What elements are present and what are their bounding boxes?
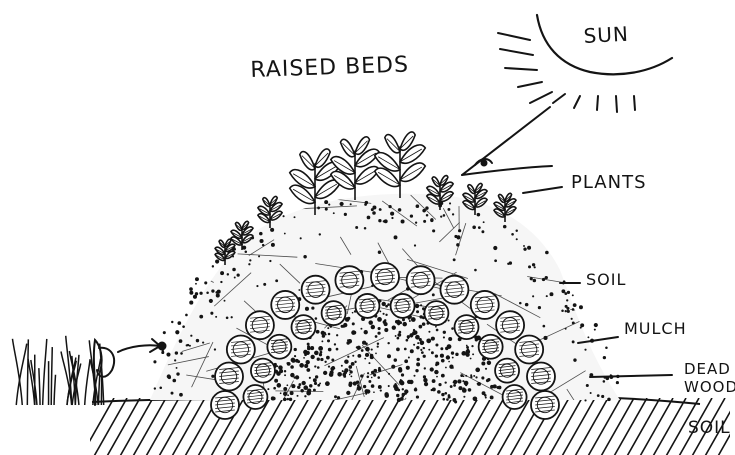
soil-label: SOIL	[586, 270, 626, 289]
log-icon	[267, 335, 291, 359]
log-icon	[302, 276, 330, 304]
log-icon	[496, 311, 524, 339]
log-icon	[495, 359, 519, 383]
mulch-label: MULCH	[624, 319, 687, 338]
plants-label: PLANTS	[571, 172, 647, 193]
log-icon	[531, 391, 559, 419]
sun-label: SUN	[583, 22, 629, 48]
log-icon	[527, 363, 555, 391]
log-icon	[515, 335, 543, 363]
dead-wood-label: DEAD WOOD	[684, 360, 734, 396]
plant-icon	[375, 132, 426, 198]
plant-icon	[331, 137, 379, 200]
log-icon	[243, 385, 267, 409]
log-icon	[440, 276, 468, 304]
log-icon	[355, 294, 379, 318]
log-icon	[455, 315, 479, 339]
log-icon	[407, 266, 435, 294]
log-icon	[371, 263, 399, 291]
log-icon	[471, 291, 499, 319]
log-icon	[503, 385, 527, 409]
log-icon	[391, 294, 415, 318]
ground-soil-label: SOIL	[688, 418, 731, 438]
eye-icon	[462, 107, 552, 175]
log-icon	[246, 311, 274, 339]
log-icon	[322, 301, 346, 325]
log-icon	[227, 335, 255, 363]
ground-soil	[80, 395, 735, 455]
log-icon	[211, 391, 239, 419]
log-icon	[215, 363, 243, 391]
log-icon	[424, 301, 448, 325]
grass-icon	[12, 336, 103, 405]
log-icon	[291, 315, 315, 339]
log-icon	[251, 359, 275, 383]
log-icon	[335, 266, 363, 294]
log-icon	[479, 335, 503, 359]
log-icon	[271, 291, 299, 319]
